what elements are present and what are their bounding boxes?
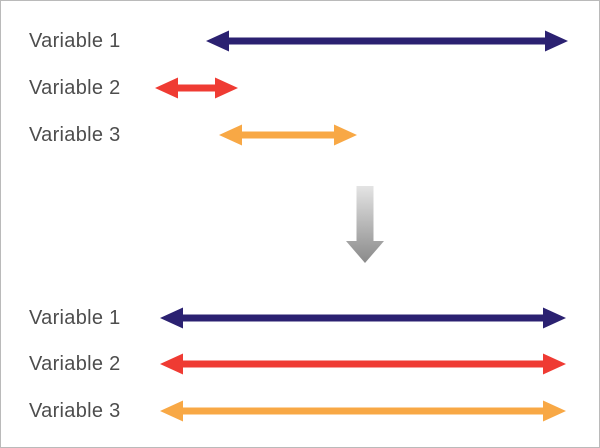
range-arrow-before-variable-3 xyxy=(219,124,357,146)
transform-down-arrow xyxy=(346,186,384,263)
label-variable-2-after: Variable 2 xyxy=(29,353,121,375)
range-arrow-before-variable-1 xyxy=(206,30,568,52)
range-arrow-after-variable-3 xyxy=(160,400,566,422)
range-arrow-before-variable-2 xyxy=(155,77,238,99)
label-variable-3-after: Variable 3 xyxy=(29,400,121,422)
label-variable-1-before: Variable 1 xyxy=(29,30,121,52)
label-variable-1-after: Variable 1 xyxy=(29,307,121,329)
label-variable-3-before: Variable 3 xyxy=(29,124,121,146)
range-arrow-after-variable-2 xyxy=(160,353,566,375)
label-variable-2-before: Variable 2 xyxy=(29,77,121,99)
range-arrow-after-variable-1 xyxy=(160,307,566,329)
